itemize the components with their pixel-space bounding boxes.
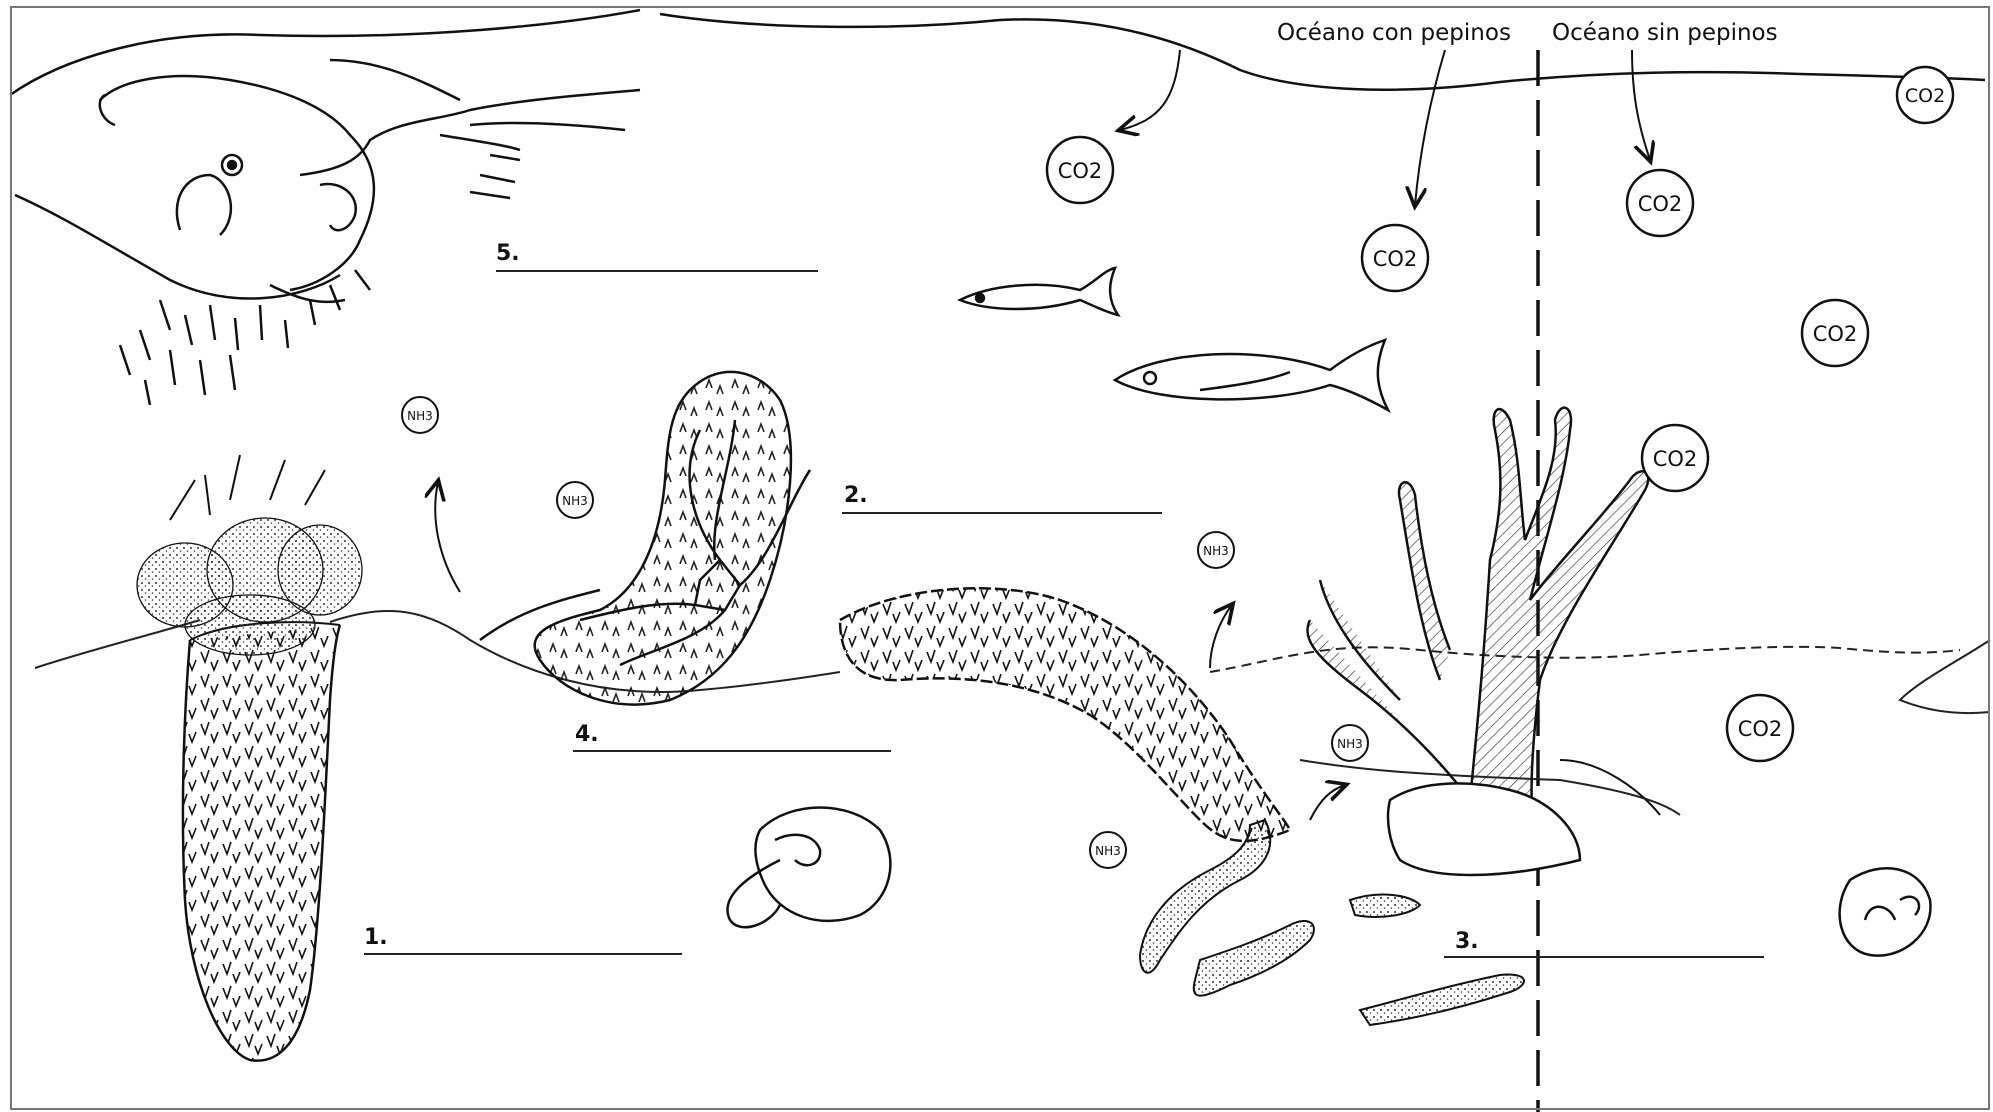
- co2-bubble-icon: CO2: [1627, 170, 1693, 236]
- answer-blank-2[interactable]: [842, 512, 1162, 514]
- clam-icon: [727, 808, 890, 928]
- co2-bubble-icon: CO2: [1642, 425, 1708, 491]
- label-number-4: 4.: [575, 722, 599, 747]
- header-with-cucumbers: Océano con pepinos: [1277, 20, 1511, 46]
- svg-text:CO2: CO2: [1905, 85, 1945, 107]
- svg-text:CO2: CO2: [1638, 192, 1683, 216]
- label-number-1: 1.: [364, 925, 388, 950]
- sea-cucumber-icon: [840, 588, 1290, 841]
- svg-text:NH3: NH3: [1203, 544, 1229, 558]
- fish-icon: [960, 268, 1118, 315]
- nh3-bubble-icon: NH3: [402, 397, 438, 433]
- co2-bubble-icon: CO2: [1802, 300, 1868, 366]
- svg-text:NH3: NH3: [1337, 737, 1363, 751]
- sea-cucumber-icon: [137, 455, 362, 1061]
- header-without-cucumbers: Océano sin pepinos: [1552, 20, 1778, 46]
- co2-bubble-icon: CO2: [1362, 225, 1428, 291]
- svg-text:NH3: NH3: [407, 409, 433, 423]
- snail-icon: [1840, 868, 1931, 955]
- co2-bubble-icon: CO2: [1047, 137, 1113, 203]
- nh3-bubble-icon: NH3: [1332, 725, 1368, 761]
- answer-blank-5[interactable]: [496, 270, 818, 272]
- svg-text:CO2: CO2: [1653, 447, 1698, 471]
- co2-bubble-icon: CO2: [1897, 67, 1953, 123]
- label-number-2: 2.: [844, 483, 868, 508]
- label-number-3: 3.: [1455, 929, 1479, 954]
- answer-blank-3[interactable]: [1444, 956, 1764, 958]
- nh3-bubble-icon: NH3: [557, 482, 593, 518]
- fish-icon: [1115, 340, 1388, 410]
- sea-otter-icon: [15, 60, 640, 405]
- svg-text:CO2: CO2: [1813, 322, 1858, 346]
- nh3-bubble-icon: NH3: [1090, 832, 1126, 868]
- brittle-star-icon: [480, 372, 810, 705]
- svg-text:CO2: CO2: [1058, 159, 1103, 183]
- svg-text:CO2: CO2: [1373, 247, 1418, 271]
- co2-bubble-icon: CO2: [1727, 695, 1793, 761]
- svg-text:NH3: NH3: [1095, 844, 1121, 858]
- svg-text:NH3: NH3: [562, 494, 588, 508]
- label-number-5: 5.: [496, 241, 520, 266]
- answer-blank-1[interactable]: [364, 953, 682, 955]
- svg-text:CO2: CO2: [1738, 717, 1783, 741]
- coral-icon: [1307, 408, 1660, 875]
- nh3-bubble-icon: NH3: [1198, 532, 1234, 568]
- answer-blank-4[interactable]: [573, 750, 891, 752]
